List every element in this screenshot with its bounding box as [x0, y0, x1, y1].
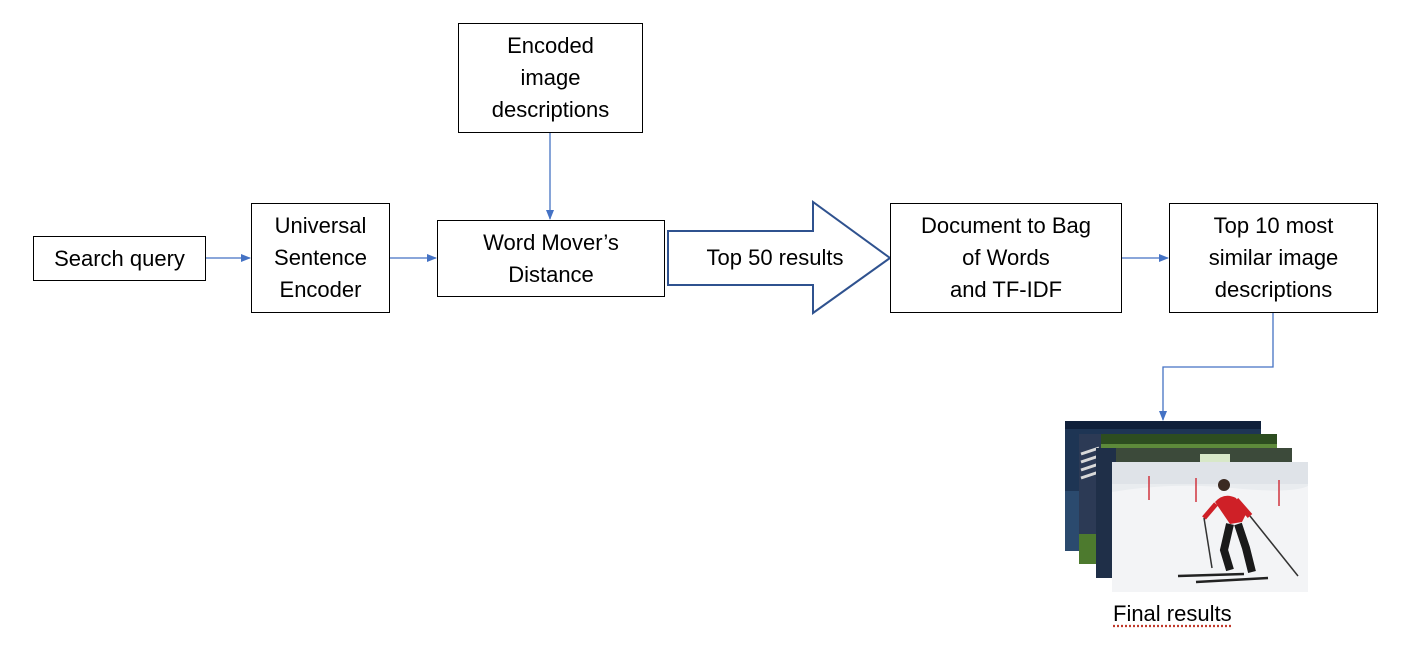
bag-of-words-tfidf-box: Document to Bag of Words and TF-IDF [890, 203, 1122, 313]
encoded-image-descriptions-box: Encoded image descriptions [458, 23, 643, 133]
universal-sentence-encoder-box: Universal Sentence Encoder [251, 203, 390, 313]
final-results-label: Final results [1113, 601, 1232, 626]
search-query-box: Search query [33, 236, 206, 281]
result-image-skier [1112, 462, 1308, 592]
arrow-top10-to-results [1159, 313, 1274, 421]
top50-block-arrow [667, 200, 892, 315]
top50-results-label: Top 50 results [706, 245, 844, 270]
top10-similar-descriptions-box: Top 10 most similar image descriptions [1169, 203, 1378, 313]
word-movers-distance-box: Word Mover’s Distance [437, 220, 665, 297]
